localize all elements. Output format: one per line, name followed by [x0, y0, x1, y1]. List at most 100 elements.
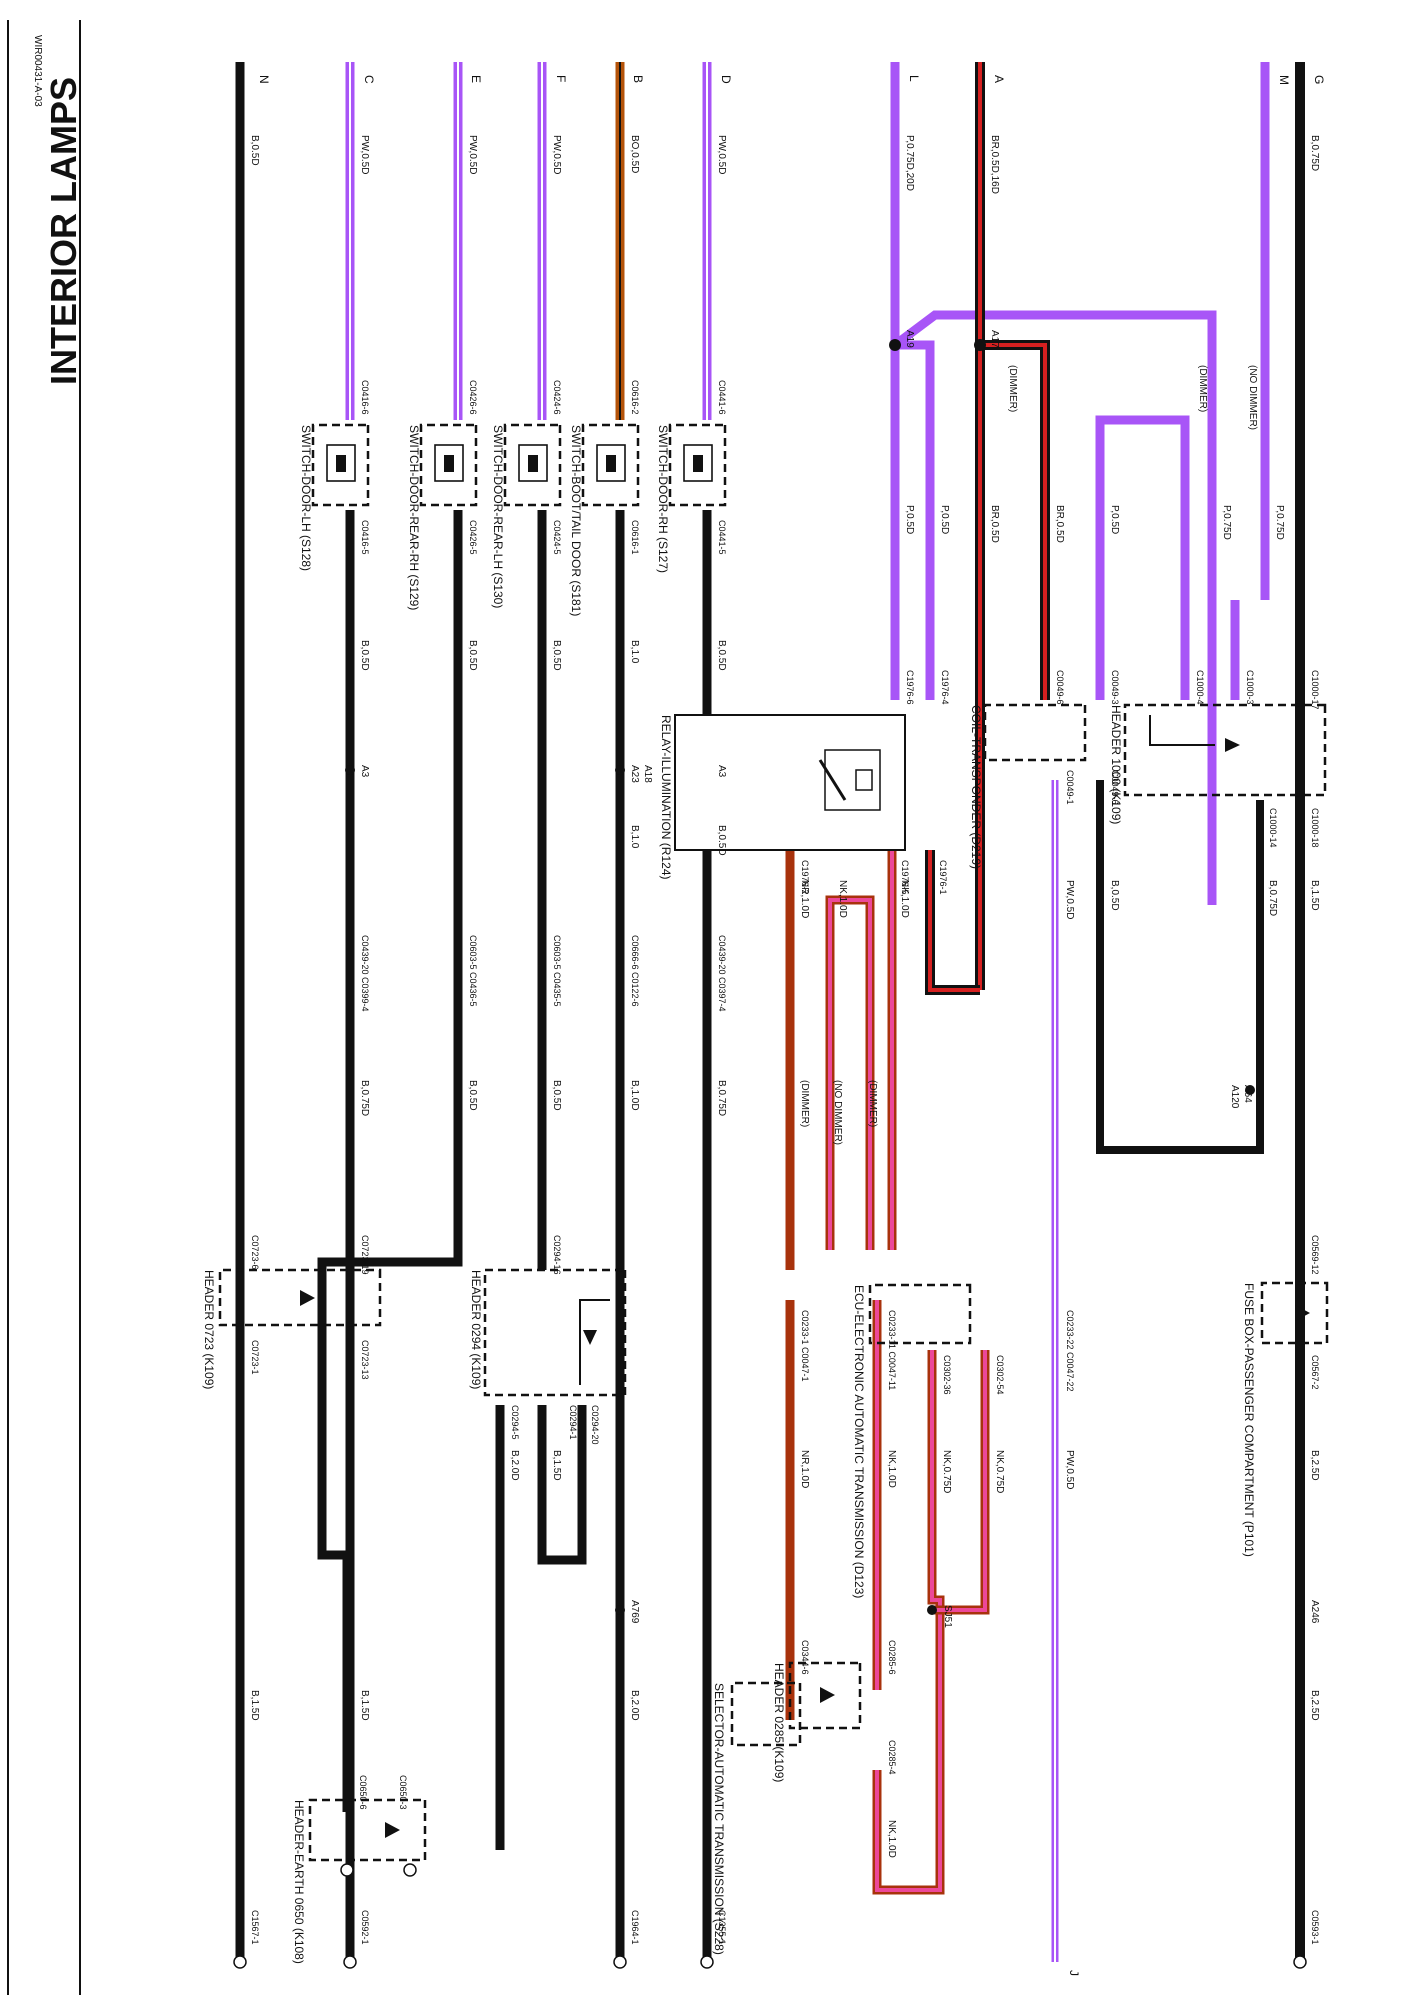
splice-label: SJ51 — [942, 1605, 953, 1628]
relay-illumination — [674, 714, 906, 851]
pin-label: C0424-5 — [552, 520, 562, 555]
wire-e-black — [317, 510, 463, 1800]
continuation-c: C — [362, 75, 376, 84]
pin-label: C1567-1 — [250, 1910, 260, 1945]
wire-label: BR,0.5D,16D — [989, 135, 1000, 194]
header-earth-0650 — [308, 1798, 427, 1862]
switch-boot-tail-door — [581, 423, 640, 507]
splice-label: A3 — [716, 765, 727, 778]
pin-label: C1000-3 — [1245, 670, 1255, 705]
wire-label: B,0.5D — [551, 640, 562, 671]
header-1000 — [1123, 703, 1327, 797]
wire-label: B,1.0 — [629, 640, 640, 664]
pin-label: C0650-3 — [398, 1775, 408, 1810]
component-label: SWITCH-DOOR-REAR-LH (S130) — [491, 425, 505, 608]
pin-label: C1976-6 — [905, 670, 915, 705]
wire-ecu-loop2 — [932, 1350, 990, 1615]
ground-terminal — [613, 1955, 627, 1969]
wire-label: PW,0.5D — [551, 135, 562, 174]
splice-dot — [615, 765, 625, 775]
wire-label: B,0.5D — [551, 1080, 562, 1111]
wire-a-return-stripe — [928, 850, 980, 992]
wire-ecu-loop2-stripe — [932, 1350, 987, 1612]
wire-label: P,0.5D — [939, 505, 950, 534]
component-label: COIL-TRANSPONDER (D219) — [969, 705, 983, 869]
pin-label: C0294-1 — [568, 1405, 578, 1440]
wire-label: NK,1.0D — [899, 880, 910, 918]
pin-label: C0616-1 — [630, 520, 640, 555]
selector-automatic-transmission — [730, 1681, 802, 1747]
pin-label: C1964-1 — [630, 1910, 640, 1945]
wire-label: NK,1.0D — [886, 1450, 897, 1488]
pin-label: C0569-12 — [1310, 1235, 1320, 1275]
component-label: SWITCH-BOOT/TAIL DOOR (S181) — [569, 425, 583, 616]
wire-label: P,0.75D — [1274, 505, 1285, 540]
wire-relay-nk-loop-stripe — [828, 898, 872, 1250]
component-label: HEADER 0294 (K109) — [469, 1270, 483, 1389]
wire-label: NR,1.0D — [799, 880, 810, 918]
pin-label: C0723-1 — [250, 1340, 260, 1375]
wire-label: B,0.75D — [359, 1080, 370, 1116]
wire-label: PW,0.5D — [1064, 1450, 1075, 1489]
switch-door-lh — [311, 423, 370, 507]
component-label: SWITCH-DOOR-REAR-RH (S129) — [407, 425, 421, 610]
pin-label: C0302-54 — [995, 1355, 1005, 1395]
pin-label: C1355-1 — [717, 1910, 727, 1945]
pin-label: C0603-5 C0435-5 — [552, 935, 562, 1007]
pin-label: C0285-4 — [887, 1740, 897, 1775]
pin-label: C0294-20 — [590, 1405, 600, 1445]
pin-label: C0650-6 — [358, 1775, 368, 1810]
splice-label: A23 — [629, 765, 640, 783]
pin-label: C0233-1 C0047-1 — [800, 1310, 810, 1382]
ground-terminal — [403, 1863, 417, 1877]
splice-label: A64 — [1242, 1085, 1253, 1103]
wire-g-loop — [1096, 780, 1264, 1154]
wire-label: BR,0.5D — [1054, 505, 1065, 543]
pin-label: C0285-6 — [887, 1640, 897, 1675]
pin-label: C1976-2 — [800, 860, 810, 895]
header-0285 — [788, 1661, 862, 1730]
splice-label: A246 — [1309, 1600, 1320, 1624]
pin-label: C0424-6 — [552, 380, 562, 415]
wire-label: B,2.0D — [509, 1450, 520, 1481]
wire-label: P,0.75D — [1221, 505, 1232, 540]
splice-dot — [615, 1605, 625, 1615]
wire-label: P,0.5D — [904, 505, 915, 534]
wire-label: PW,0.5D — [359, 135, 370, 174]
component-label: HEADER 0723 (K109) — [202, 1270, 216, 1389]
switch-door-rear-rh — [419, 423, 478, 507]
pin-label: C1976-1 — [938, 860, 948, 895]
wire-label: NR,1.0D — [799, 1450, 810, 1488]
splice-label: A19 — [904, 330, 915, 348]
pin-label: C0723-6 — [250, 1235, 260, 1270]
pin-label: C0441-5 — [717, 520, 727, 555]
wire-label: B,0.5D — [716, 825, 727, 856]
pin-label: C0592-1 — [360, 1910, 370, 1945]
wire-label: B,1.5D — [551, 1450, 562, 1481]
dimmer-label: (DIMMER) — [1007, 365, 1018, 412]
pin-label: C0426-5 — [468, 520, 478, 555]
wire-label: B,1.5D — [1309, 880, 1320, 911]
splice-dot — [1245, 1085, 1255, 1095]
wire-h0294-loop — [537, 1405, 587, 1565]
wire-label: NK,1.0D — [886, 1820, 897, 1858]
component-label: SWITCH-DOOR-RH (S127) — [656, 425, 670, 573]
splice-dot — [927, 1605, 937, 1615]
no-dimmer-label: (NO DIMMER) — [1247, 365, 1258, 430]
doc-ref: WIR00431-A-03 — [32, 35, 43, 107]
pin-label: C0441-6 — [717, 380, 727, 415]
continuation-b: B — [631, 75, 645, 83]
continuation-a: A — [992, 75, 1006, 83]
wire-label: B,0.5D — [249, 135, 260, 166]
wire-label: B,1.5D — [249, 1690, 260, 1721]
coil-transponder — [983, 703, 1087, 762]
wire-label: B,1.0D — [629, 1080, 640, 1111]
pin-label: C1000-17 — [1310, 670, 1320, 710]
wire-label: NK,0.75D — [941, 1450, 952, 1493]
header-0294 — [483, 1268, 627, 1397]
pin-label: C0439-20 C0397-4 — [717, 935, 727, 1012]
ground-terminal — [700, 1955, 714, 1969]
component-label: SELECTOR-AUTOMATIC TRANSMISSION (S228) — [712, 1683, 726, 1955]
pin-label: C0616-2 — [630, 380, 640, 415]
